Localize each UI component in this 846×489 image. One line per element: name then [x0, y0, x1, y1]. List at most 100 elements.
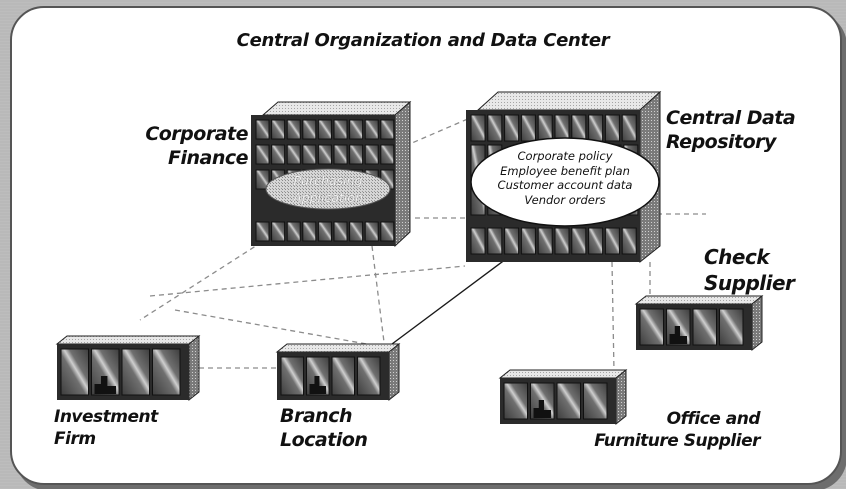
server-window — [719, 308, 744, 346]
finance-window — [364, 119, 379, 140]
server-window — [583, 382, 608, 420]
link-finance-branch — [371, 245, 386, 351]
building-icon — [309, 376, 326, 394]
finance-window — [286, 221, 301, 242]
repository-window — [470, 114, 486, 142]
corporate-finance-label: Corporate Finance — [126, 122, 248, 170]
diagram-title: Central Organization and Data Center — [236, 30, 610, 51]
finance-window — [271, 221, 286, 242]
investment-firm-line1: Investment — [54, 407, 158, 427]
finance-window — [286, 119, 301, 140]
repository-window — [470, 227, 486, 255]
purchasing-application-label: Purchasing Application — [266, 172, 390, 206]
central-repository-label: Central Data Repository — [666, 106, 796, 154]
finance-window — [255, 169, 270, 190]
finance-window — [380, 144, 395, 165]
server-window — [357, 356, 381, 396]
office-supplier-line2: Furniture Supplier — [594, 431, 760, 451]
server-window — [60, 348, 89, 396]
link-repository-investment — [149, 265, 466, 297]
link-investment-branch-diag — [174, 309, 379, 347]
finance-window — [302, 221, 317, 242]
finance-window — [302, 144, 317, 165]
repository-contents: Corporate policy Employee benefit plan C… — [471, 149, 659, 207]
server-window — [503, 382, 528, 420]
branch-location-line2: Location — [280, 429, 368, 451]
purchasing-application-badge — [265, 168, 391, 210]
server-window — [280, 356, 304, 396]
office-supplier-server — [498, 368, 628, 426]
branch-location-label: Branch Location — [280, 404, 368, 452]
corporate-finance-server — [251, 100, 412, 248]
finance-window — [317, 221, 332, 242]
finance-window — [349, 119, 364, 140]
repository-window — [537, 227, 553, 255]
investment-firm-server — [55, 334, 201, 402]
finance-window — [333, 144, 348, 165]
server-window — [639, 308, 664, 346]
repository-window — [621, 114, 637, 142]
finance-window — [364, 144, 379, 165]
corporate-finance-label-line1: Corporate — [145, 123, 248, 145]
branch-location-line1: Branch — [280, 405, 353, 427]
repository-window — [621, 227, 637, 255]
finance-window — [380, 221, 395, 242]
repository-item: Employee benefit plan — [500, 163, 630, 178]
finance-window — [255, 119, 270, 140]
finance-window — [255, 221, 270, 242]
check-supplier-line1: Check — [704, 245, 770, 269]
server-window — [692, 308, 717, 346]
purchasing-line1: Purchasing — [293, 173, 363, 188]
repository-contents-oval — [470, 137, 660, 227]
central-repository-server — [466, 90, 662, 264]
repository-window — [554, 114, 570, 142]
building-icon — [533, 400, 551, 418]
finance-window — [286, 144, 301, 165]
repository-window — [520, 227, 536, 255]
repository-window — [588, 227, 604, 255]
repository-window — [571, 227, 587, 255]
repository-window — [537, 114, 553, 142]
investment-firm-label: Investment Firm — [54, 406, 158, 450]
finance-window — [302, 119, 317, 140]
link-finance-repository — [404, 117, 471, 147]
repository-window — [504, 227, 520, 255]
repository-window — [487, 227, 503, 255]
finance-window — [349, 144, 364, 165]
finance-window — [333, 119, 348, 140]
repository-item: Customer account data — [497, 178, 633, 192]
investment-firm-line2: Firm — [54, 429, 96, 449]
finance-window — [271, 119, 286, 140]
finance-window — [380, 119, 395, 140]
finance-window — [255, 144, 270, 165]
link-repository-office — [611, 261, 615, 373]
building-icon — [669, 326, 687, 344]
central-repository-label-line1: Central Data — [666, 107, 796, 129]
diagram-panel — [10, 6, 842, 485]
finance-window — [364, 221, 379, 242]
office-supplier-label: Office and Furniture Supplier — [540, 408, 760, 452]
server-window — [121, 348, 150, 396]
repository-window — [554, 227, 570, 255]
branch-location-server — [275, 342, 401, 402]
finance-window — [333, 221, 348, 242]
corporate-finance-label-line2: Finance — [167, 147, 249, 169]
repository-window — [520, 114, 536, 142]
finance-window — [349, 221, 364, 242]
link-finance-investment — [139, 241, 263, 321]
link-repository-branch — [391, 249, 519, 345]
server-window — [152, 348, 181, 396]
central-repository-label-line2: Repository — [666, 131, 776, 153]
repository-window — [504, 114, 520, 142]
building-icon — [94, 376, 116, 394]
check-supplier-line2: Supplier — [704, 271, 795, 295]
repository-item: Vendor orders — [524, 192, 606, 207]
server-window — [331, 356, 355, 396]
check-supplier-server — [634, 294, 764, 352]
finance-window — [317, 119, 332, 140]
purchasing-line2: Application — [293, 190, 363, 205]
repository-window — [487, 114, 503, 142]
repository-window — [604, 227, 620, 255]
office-supplier-line1: Office and — [666, 409, 761, 429]
